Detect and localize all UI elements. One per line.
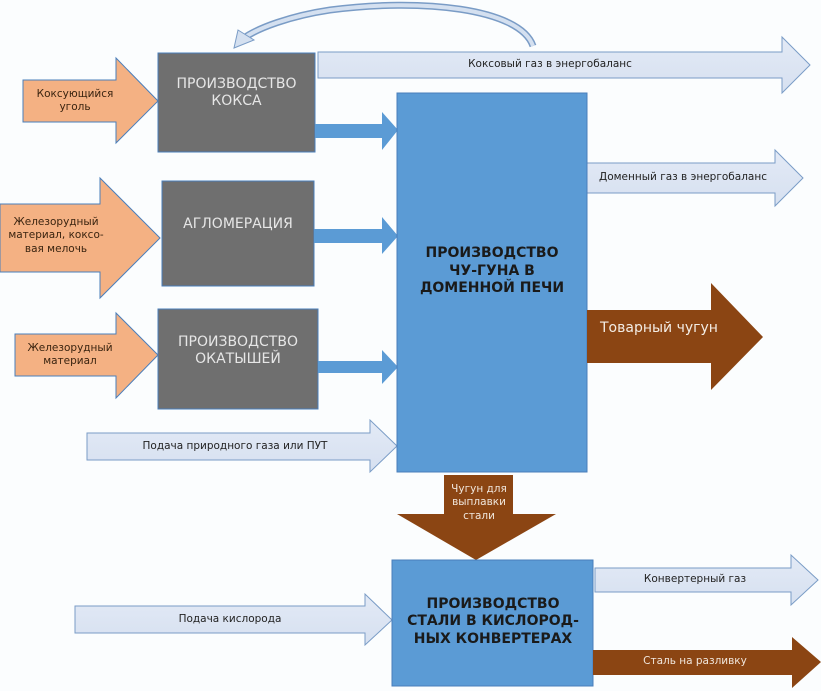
agglomeration-box <box>161 180 315 287</box>
ore-input-arrow <box>14 311 159 400</box>
coke-box <box>157 52 316 153</box>
recycle-curved-arrow <box>233 1 537 49</box>
coke-to-furnace-arrow <box>315 112 398 150</box>
natural-gas-arrow <box>86 418 398 474</box>
natural-gas-label: Подача природного газа или ПУТ <box>142 440 328 453</box>
ore-input-label: Железорудный материал <box>27 341 113 367</box>
ore-coke-input-arrow <box>0 176 161 300</box>
blast-furnace-label: ПРОИЗВОДСТВО ЧУ-ГУНА В ДОМЕННОЙ ПЕЧИ <box>419 245 565 296</box>
coke-gas-label: Коксовый газ в энергобаланс <box>468 58 632 71</box>
oxygen-label: Подача кислорода <box>178 613 282 626</box>
pellets-to-furnace-arrow <box>318 350 398 384</box>
commercial-iron-label: Товарный чугун <box>600 320 718 337</box>
blast-furnace-box <box>396 92 588 473</box>
blast-gas-arrow <box>586 148 804 208</box>
coke-box-label: ПРОИЗВОДСТВО КОКСА <box>176 75 297 110</box>
commercial-iron-arrow <box>587 283 763 390</box>
steel-box-label: ПРОИЗВОДСТВО СТАЛИ В КИСЛОРОД-НЫХ КОНВЕР… <box>407 595 579 647</box>
coal-input-label: Коксующийся уголь <box>36 87 114 113</box>
agglomerate-to-furnace-arrow <box>314 217 398 254</box>
ore-coke-input-label: Железорудный материал, коксо-вая мелочь <box>8 216 104 255</box>
converter-gas-arrow <box>594 553 819 607</box>
steel-casting-arrow <box>593 637 821 688</box>
steel-casting-label: Сталь на разливку <box>643 655 747 668</box>
oxygen-arrow <box>74 592 393 647</box>
coke-gas-arrow <box>317 35 811 95</box>
blast-gas-label: Доменный газ в энергобаланс <box>599 171 767 184</box>
iron-to-steel-arrow <box>397 475 556 560</box>
pellets-box <box>157 308 319 410</box>
iron-to-steel-label: Чугун для выплавки стали <box>451 483 507 522</box>
coal-input-arrow <box>22 56 159 145</box>
steel-box <box>391 559 594 687</box>
agglomeration-box-label: АГЛОМЕРАЦИЯ <box>183 216 293 233</box>
pellets-box-label: ПРОИЗВОДСТВО ОКАТЫШЕЙ <box>178 333 298 368</box>
converter-gas-label: Конвертерный газ <box>643 573 747 586</box>
